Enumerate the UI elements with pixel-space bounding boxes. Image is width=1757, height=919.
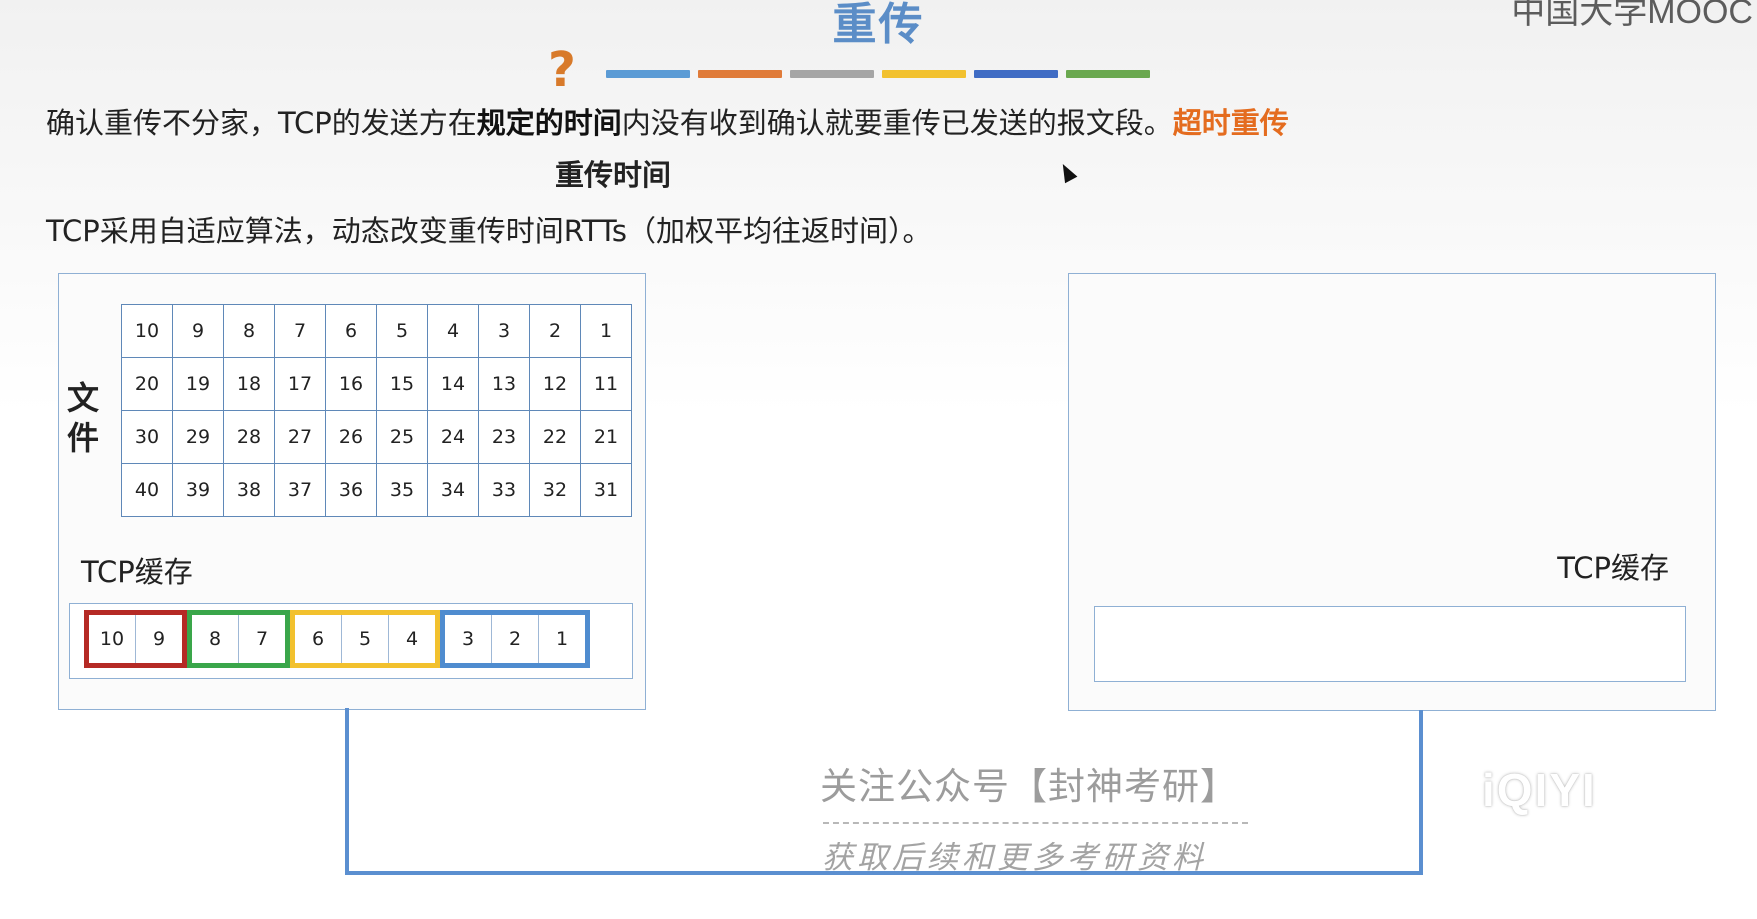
file-cell: 37 [275, 464, 326, 517]
file-cell: 8 [224, 305, 275, 358]
color-bar [1066, 70, 1150, 78]
color-bar-strip [606, 70, 1150, 78]
sender-buffer-label: TCP缓存 [81, 555, 193, 589]
file-cell: 23 [479, 411, 530, 464]
file-label: 文件 [67, 379, 100, 457]
mooc-logo: 中国大学MOOC [1511, 0, 1753, 31]
file-cell: 12 [530, 358, 581, 411]
file-cell: 29 [173, 411, 224, 464]
iqiyi-logo: iQIYI [1482, 764, 1597, 816]
segment-cell: 5 [342, 615, 389, 663]
connector-right-line [1419, 710, 1423, 875]
file-cell: 26 [326, 411, 377, 464]
file-cell: 38 [224, 464, 275, 517]
file-cell: 28 [224, 411, 275, 464]
file-cell: 2 [530, 305, 581, 358]
file-cell: 7 [275, 305, 326, 358]
connector-bottom-line [345, 871, 1423, 875]
color-bar [606, 70, 690, 78]
file-cell: 14 [428, 358, 479, 411]
segment-cell: 6 [295, 615, 342, 663]
definition-text-2: 内没有收到确认就要重传已发送的报文段。 [621, 106, 1173, 140]
mouse-cursor-icon [1056, 160, 1078, 184]
receiver-buffer-label: TCP缓存 [1557, 551, 1669, 585]
file-cell: 35 [377, 464, 428, 517]
watermark-follow-text: 关注公众号【封神考研】 [820, 765, 1238, 808]
file-cell: 32 [530, 464, 581, 517]
color-bar [790, 70, 874, 78]
file-cell: 6 [326, 305, 377, 358]
file-cell: 30 [122, 411, 173, 464]
file-cell: 19 [173, 358, 224, 411]
segment-cell: 8 [192, 615, 239, 663]
page-title: 重传 [832, 0, 925, 50]
file-cell: 39 [173, 464, 224, 517]
file-cell: 27 [275, 411, 326, 464]
file-cell: 34 [428, 464, 479, 517]
file-cell: 18 [224, 358, 275, 411]
segment-cell: 10 [89, 615, 136, 663]
definition-text-1: 确认重传不分家，TCP的发送方在 [46, 106, 477, 140]
segment-cell: 3 [445, 615, 492, 663]
segment-cell: 4 [389, 615, 435, 663]
file-cell: 24 [428, 411, 479, 464]
file-cell: 25 [377, 411, 428, 464]
segment-cell: 2 [492, 615, 539, 663]
file-cell: 22 [530, 411, 581, 464]
file-cell: 21 [581, 411, 632, 464]
file-cell: 5 [377, 305, 428, 358]
segment-cell: 1 [539, 615, 585, 663]
receiver-panel: TCP缓存 [1068, 273, 1716, 711]
file-cell: 36 [326, 464, 377, 517]
file-cell: 17 [275, 358, 326, 411]
file-cell: 20 [122, 358, 173, 411]
receiver-tcp-buffer [1094, 606, 1686, 682]
watermark-subtext: 获取后续和更多考研资料 [822, 840, 1207, 876]
segment-cell: 7 [239, 615, 285, 663]
file-cell: 40 [122, 464, 173, 517]
definition-line: 确认重传不分家，TCP的发送方在规定的时间内没有收到确认就要重传已发送的报文段。… [46, 100, 1289, 142]
color-bar [698, 70, 782, 78]
color-bar [882, 70, 966, 78]
definition-bold: 规定的时间 [476, 106, 622, 140]
color-bar [974, 70, 1058, 78]
file-cell: 10 [122, 305, 173, 358]
file-cell: 9 [173, 305, 224, 358]
file-cell: 4 [428, 305, 479, 358]
connector-left-line [345, 708, 349, 875]
file-cell: 11 [581, 358, 632, 411]
adaptive-algorithm-line: TCP采用自适应算法，动态改变重传时间RTTs（加权平均往返时间）。 [46, 214, 932, 248]
timeout-retransmit-highlight: 超时重传 [1172, 106, 1289, 140]
file-cell: 3 [479, 305, 530, 358]
question-mark-icon: ? [548, 42, 576, 98]
file-cell: 33 [479, 464, 530, 517]
watermark-divider [823, 822, 1248, 824]
file-cell: 16 [326, 358, 377, 411]
file-cell: 31 [581, 464, 632, 517]
retransmit-time-label: 重传时间 [555, 158, 672, 192]
file-cell: 13 [479, 358, 530, 411]
file-cell: 15 [377, 358, 428, 411]
segment-cell: 9 [136, 615, 182, 663]
file-cell: 1 [581, 305, 632, 358]
